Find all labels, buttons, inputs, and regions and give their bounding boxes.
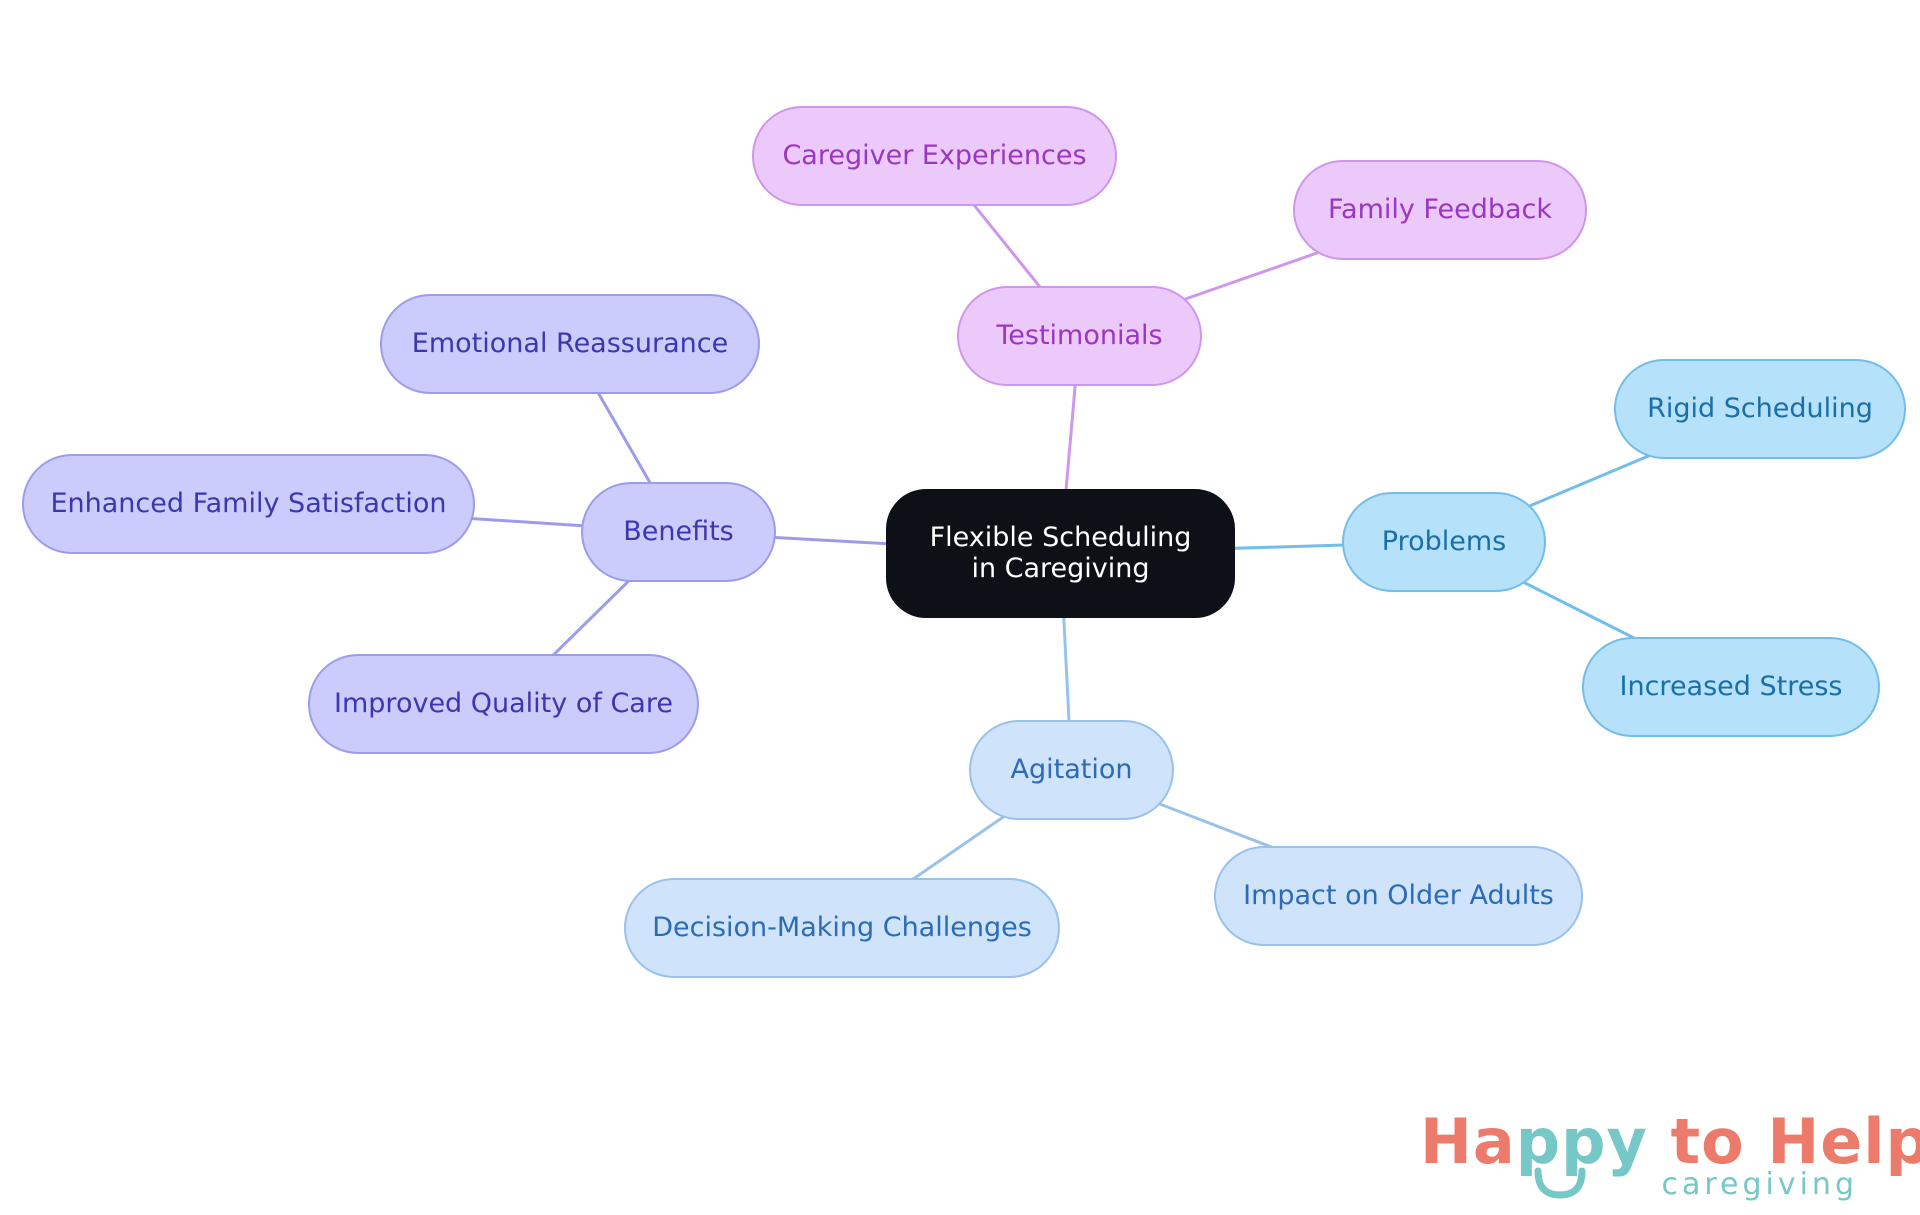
- logo-wordmark-part1: Ha: [1420, 1105, 1516, 1178]
- smile-icon: [1534, 1167, 1586, 1199]
- node-emotional-reassurance[interactable]: Emotional Reassurance: [380, 294, 760, 394]
- node-improved-quality-of-care[interactable]: Improved Quality of Care: [308, 654, 699, 754]
- node-problems-label: Problems: [1381, 526, 1507, 558]
- node-impact-on-older-adults[interactable]: Impact on Older Adults: [1214, 846, 1583, 946]
- node-benefits-label: Benefits: [623, 516, 734, 548]
- logo-wordmark-part3: to Help: [1647, 1105, 1920, 1178]
- node-decision-making-challenges[interactable]: Decision-Making Challenges: [624, 878, 1060, 978]
- happy-to-help-logo: Happy to Help caregiving: [1420, 1105, 1920, 1205]
- node-decision-making-challenges-label: Decision-Making Challenges: [652, 912, 1032, 944]
- node-agitation-label: Agitation: [1010, 754, 1133, 786]
- node-rigid-scheduling-label: Rigid Scheduling: [1647, 393, 1873, 425]
- node-improved-quality-of-care-label: Improved Quality of Care: [334, 688, 673, 720]
- node-problems[interactable]: Problems: [1342, 492, 1546, 592]
- node-enhanced-family-satisfaction[interactable]: Enhanced Family Satisfaction: [22, 454, 475, 554]
- node-increased-stress[interactable]: Increased Stress: [1582, 637, 1880, 737]
- node-family-feedback[interactable]: Family Feedback: [1293, 160, 1587, 260]
- node-impact-on-older-adults-label: Impact on Older Adults: [1243, 880, 1554, 912]
- root-node-label: Flexible Scheduling in Caregiving: [929, 522, 1192, 584]
- root-node[interactable]: Flexible Scheduling in Caregiving: [886, 489, 1235, 618]
- node-rigid-scheduling[interactable]: Rigid Scheduling: [1614, 359, 1906, 459]
- node-testimonials[interactable]: Testimonials: [957, 286, 1202, 386]
- logo-tagline: caregiving: [1661, 1167, 1858, 1202]
- node-testimonials-label: Testimonials: [996, 320, 1163, 352]
- node-emotional-reassurance-label: Emotional Reassurance: [411, 328, 729, 360]
- node-increased-stress-label: Increased Stress: [1619, 671, 1843, 703]
- node-benefits[interactable]: Benefits: [581, 482, 776, 582]
- node-caregiver-experiences-label: Caregiver Experiences: [782, 140, 1087, 172]
- node-caregiver-experiences[interactable]: Caregiver Experiences: [752, 106, 1117, 206]
- node-enhanced-family-satisfaction-label: Enhanced Family Satisfaction: [50, 488, 447, 520]
- logo-wordmark-part2: ppy: [1515, 1105, 1648, 1178]
- node-family-feedback-label: Family Feedback: [1327, 194, 1553, 226]
- logo-wordmark: Happy to Help: [1420, 1105, 1920, 1178]
- node-agitation[interactable]: Agitation: [969, 720, 1174, 820]
